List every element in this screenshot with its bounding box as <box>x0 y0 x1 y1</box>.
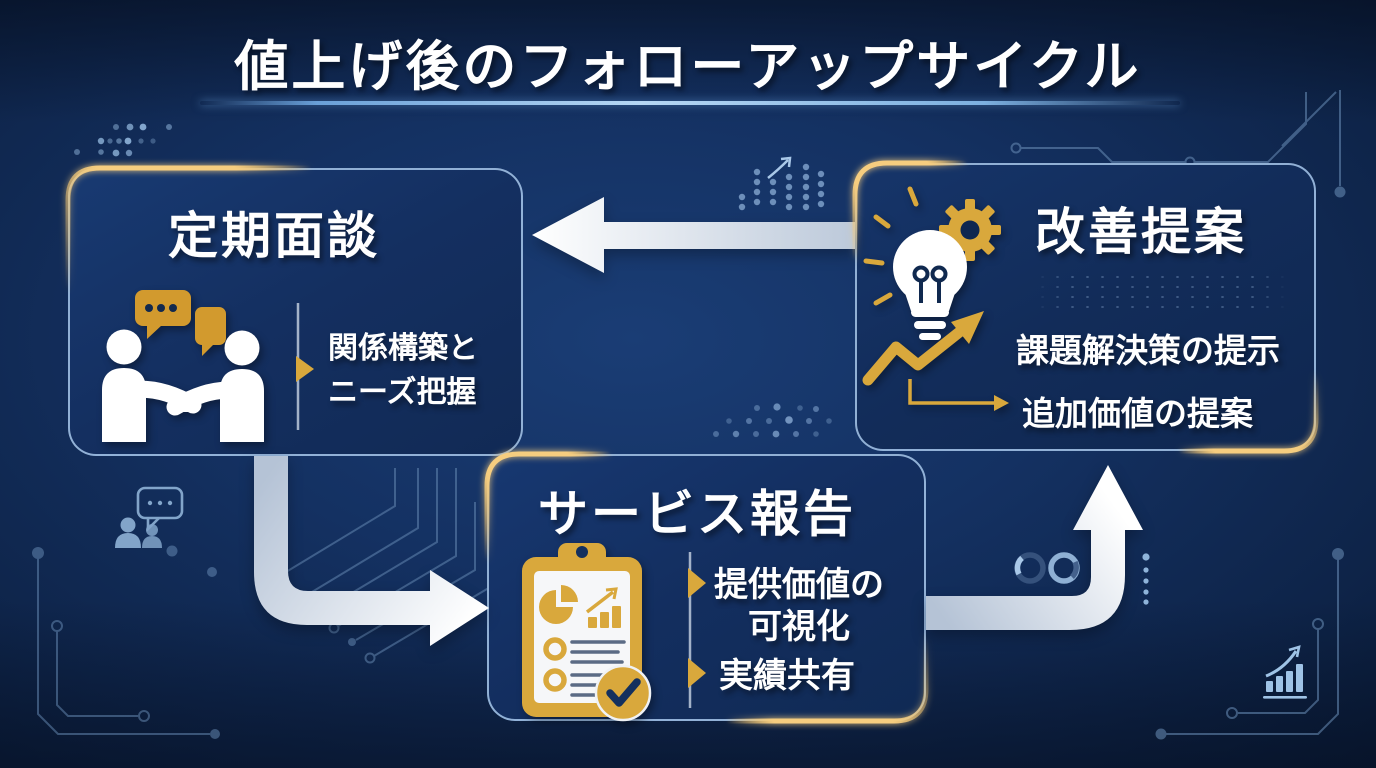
dotted-bar-chart-icon <box>738 156 825 211</box>
gold-corner-accents <box>65 160 1319 724</box>
lightbulb-icon <box>893 230 967 340</box>
list-dividers <box>296 303 706 708</box>
teiki-point-1-line-2: ニーズ把握 <box>328 376 477 409</box>
pie-chart-glyph <box>539 585 578 624</box>
circuit-lines-top-right <box>1010 90 1346 198</box>
bar-chart-glyph <box>585 587 621 628</box>
service-point-1-line-1: 提供価値の <box>714 566 884 604</box>
dotted-vertical-line <box>1142 553 1150 605</box>
kaizen-point-2: 追加価値の提案 <box>1022 395 1253 432</box>
arrow-kaizen-to-teiki <box>532 197 855 273</box>
teiki-point-1-line-1: 関係構築と <box>328 332 478 365</box>
dot-cluster-mid <box>713 403 832 438</box>
circuit-lines-bottom-right <box>1155 548 1344 740</box>
trend-arrow-icon <box>767 156 792 179</box>
service-point-2: 実績共有 <box>719 657 855 695</box>
page-title: 値上げ後のフォローアップサイクル <box>234 37 1142 97</box>
dot-cluster-top-left <box>74 123 172 157</box>
growth-zigzag-arrow-icon <box>862 311 984 386</box>
service-point-1-line-2: 可視化 <box>748 608 850 646</box>
title-underline <box>200 101 1180 105</box>
service-point-1: 提供価値の 可視化 <box>714 564 884 648</box>
dot-matrix-decoration <box>1035 272 1287 312</box>
clipboard-report-check-icon <box>522 543 652 722</box>
arrow-service-to-kaizen <box>926 465 1143 630</box>
service-title: サービス報告 <box>538 486 856 542</box>
arrow-teiki-to-service <box>254 456 489 646</box>
kaizen-point-1: 課題解決策の提示 <box>1016 332 1280 369</box>
lightbulb-gear-growth-icon <box>862 186 1009 411</box>
teiki-point-1: 関係構築と ニーズ把握 <box>328 327 478 415</box>
bar-chart-growth-icon <box>1263 645 1307 699</box>
handshake-chat-icon <box>102 290 264 442</box>
donut-rings-icon <box>1014 552 1080 584</box>
chat-people-icon <box>115 486 184 548</box>
check-circle-glyph <box>594 664 652 722</box>
kaizen-title: 改善提案 <box>1035 204 1247 260</box>
bullet-arrow-line <box>908 379 1009 411</box>
teiki-title: 定期面談 <box>168 208 380 264</box>
